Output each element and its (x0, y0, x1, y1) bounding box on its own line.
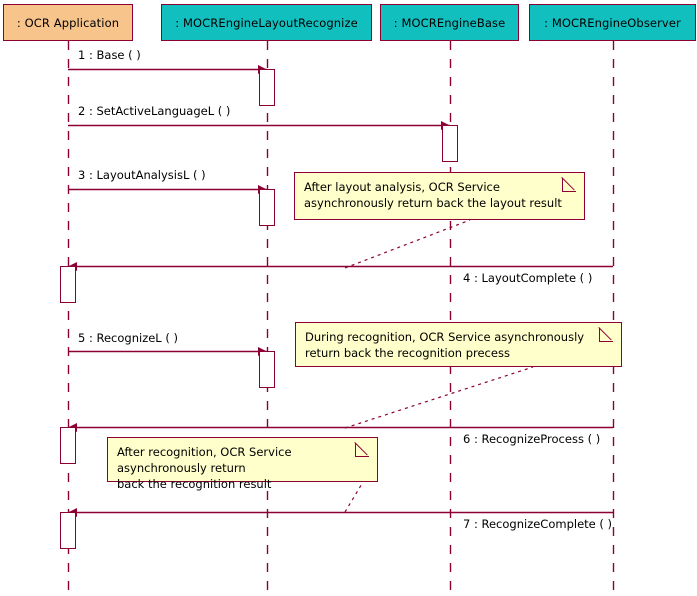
activation-bar (259, 189, 275, 226)
note-text-line: During recognition, OCR Service asynchro… (305, 330, 585, 344)
message-arrow-5 (68, 347, 267, 356)
activation-bar (259, 351, 275, 388)
message-label-2-setactivelanguagel[interactable]: 2 : SetActiveLanguageL ( ) (78, 104, 231, 118)
message-label-6-recognizeprocess[interactable]: 6 : RecognizeProcess ( ) (463, 432, 601, 446)
message-arrow-1 (68, 65, 267, 74)
participant-head-mocrengine-observer[interactable]: : MOCREngineObserver (529, 4, 696, 41)
activation-bar (60, 266, 76, 303)
activation-bar (442, 125, 458, 162)
note-recognition-process[interactable]: During recognition, OCR Service asynchro… (295, 322, 622, 367)
participant-label: : MOCREngineLayoutRecognize (175, 15, 358, 30)
note-connectors-group (344, 219, 534, 513)
message-label-1-base[interactable]: 1 : Base ( ) (78, 48, 141, 62)
note-fold-icon (355, 443, 369, 457)
participant-label: : OCR Application (16, 15, 120, 30)
participant-label: : MOCREngineObserver (544, 15, 681, 30)
lifelines-group (67, 41, 615, 590)
activation-bar (259, 69, 275, 106)
message-arrow-3 (68, 185, 267, 194)
participant-head-ocr-application[interactable]: : OCR Application (3, 4, 133, 41)
message-arrow-6 (68, 423, 613, 432)
note-connector-0 (344, 219, 471, 269)
note-text-line: After recognition, OCR Service asynchron… (117, 445, 292, 475)
note-connector-2 (344, 481, 364, 513)
note-layout-result[interactable]: After layout analysis, OCR Service async… (294, 172, 585, 220)
message-label-7-recognizecomplete[interactable]: 7 : RecognizeComplete ( ) (463, 517, 613, 531)
message-arrow-2 (68, 121, 450, 130)
note-text-line: back the recognition result (117, 477, 272, 491)
activation-bar (60, 512, 76, 549)
message-label-5-recognizel[interactable]: 5 : RecognizeL ( ) (78, 331, 178, 345)
note-text-line: asynchronously return back the layout re… (304, 196, 562, 210)
note-recognition-result[interactable]: After recognition, OCR Service asynchron… (107, 437, 378, 491)
note-text-line: return back the recognition precess (305, 346, 510, 360)
participant-head-mocrengine-base[interactable]: : MOCREngineBase (380, 4, 519, 41)
message-arrow-7 (68, 508, 613, 517)
participant-head-mocrengine-layout-recognize[interactable]: : MOCREngineLayoutRecognize (161, 4, 372, 41)
activation-bar (60, 427, 76, 464)
note-fold-icon (562, 178, 576, 192)
note-text-line: After layout analysis, OCR Service (304, 180, 500, 194)
note-connector-1 (344, 366, 534, 429)
message-arrow-4 (68, 262, 613, 271)
participant-label: : MOCREngineBase (393, 15, 506, 30)
message-label-4-layoutcomplete[interactable]: 4 : LayoutComplete ( ) (463, 271, 593, 285)
note-fold-icon (599, 328, 613, 342)
message-label-3-layoutanalysisl[interactable]: 3 : LayoutAnalysisL ( ) (78, 168, 206, 182)
